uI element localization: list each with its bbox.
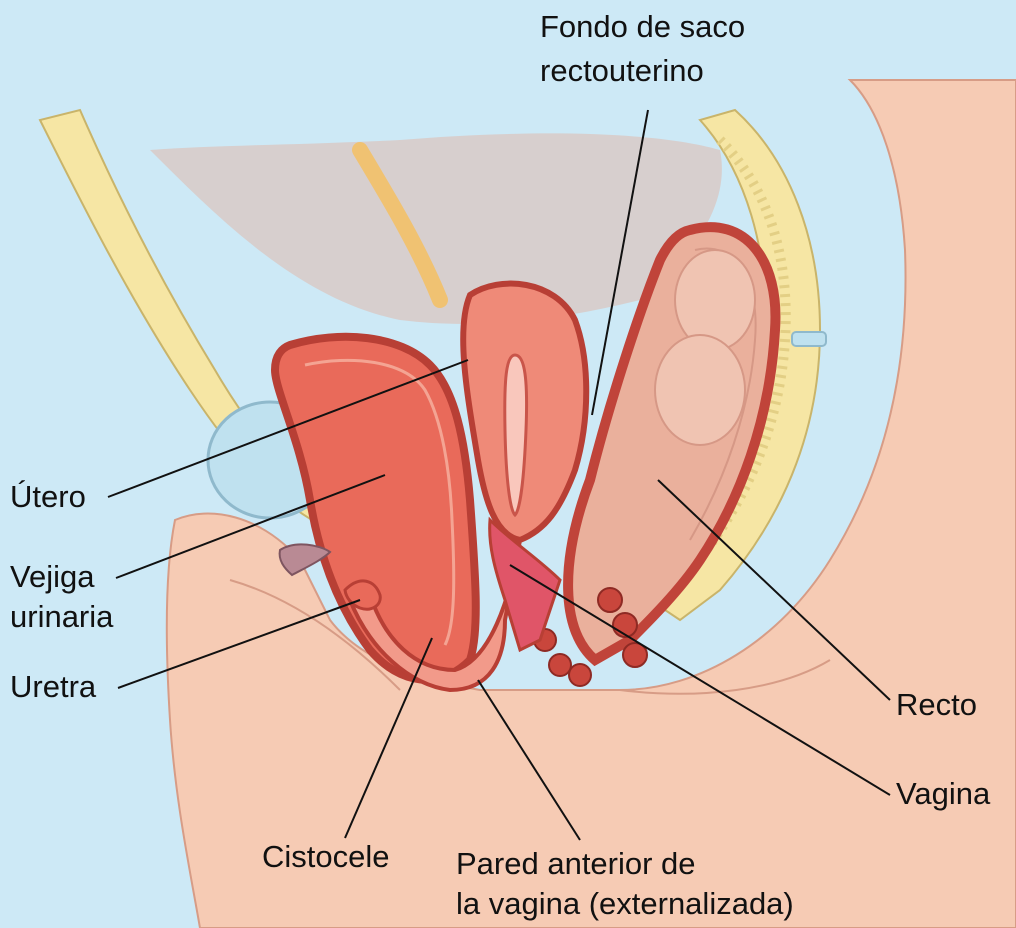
label-vejiga-line1: Vejiga: [10, 558, 94, 596]
label-cistocele: Cistocele: [262, 838, 390, 876]
label-fondo-line2: rectouterino: [540, 52, 704, 90]
label-vagina: Vagina: [896, 775, 990, 813]
label-vejiga-line2: urinaria: [10, 598, 113, 636]
label-fondo-line1: Fondo de saco: [540, 8, 745, 46]
vertebral-disc: [792, 332, 826, 346]
rectum-fold-1: [675, 250, 755, 350]
label-recto: Recto: [896, 686, 977, 724]
rectum-fold-2: [655, 335, 745, 445]
label-pared-line1: Pared anterior de: [456, 845, 696, 883]
label-pared-line2: la vagina (externalizada): [456, 885, 794, 923]
label-uretra: Uretra: [10, 668, 96, 706]
label-utero: Útero: [10, 478, 86, 516]
